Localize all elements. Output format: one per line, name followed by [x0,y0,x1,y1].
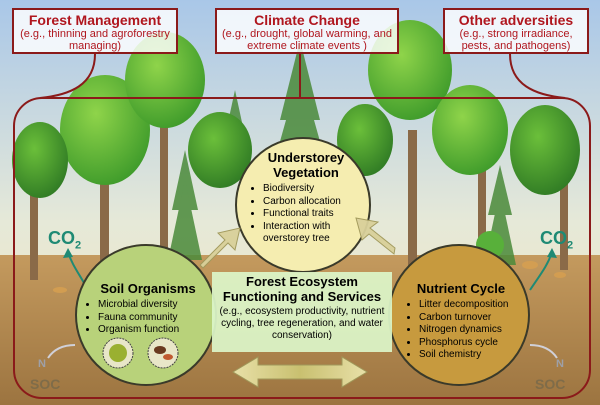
forest-management-title: Forest Management [28,12,162,28]
understorey-vegetation-node: Understorey Vegetation Biodiversity Carb… [251,150,361,246]
nutrient-cycle-node: Nutrient Cycle Litter decomposition Carb… [407,281,515,362]
climate-change-box: Climate Change (e.g., drought, global wa… [215,8,399,54]
understorey-item: Functional traits [263,208,361,221]
co2-subscript: 2 [567,239,574,252]
soc-label-right: SOC [535,376,566,392]
forest-ecosystem-title: Forest Ecosystem Functioning and Service… [222,274,382,304]
co2-label-right: CO2 [540,228,573,252]
soil-organisms-title: Soil Organisms [100,281,196,296]
understorey-item: Carbon allocation [263,196,361,209]
forest-ecosystem-subtitle: (e.g., ecosystem productivity, nutrient … [219,306,385,341]
climate-change-title: Climate Change [254,12,360,28]
nutrient-cycle-title: Nutrient Cycle [416,281,506,296]
understorey-item: Interaction with overstorey tree [263,221,361,246]
nutrient-cycle-items: Litter decomposition Carbon turnover Nit… [407,299,515,362]
understorey-items: Biodiversity Carbon allocation Functiona… [251,183,361,246]
nitrogen-label-right: N [556,358,564,370]
soc-label-left: SOC [30,376,61,392]
co2-subscript: 2 [75,239,82,252]
co2-text: CO [48,228,75,248]
understorey-title: Understorey Vegetation [267,150,345,180]
nutrient-cycle-item: Litter decomposition [419,299,515,312]
co2-label-left: CO2 [48,228,81,252]
forest-ecosystem-box: Forest Ecosystem Functioning and Service… [212,272,392,352]
soil-organisms-item: Microbial diversity [98,299,210,312]
forest-management-box: Forest Management (e.g., thinning and ag… [12,8,178,54]
soil-organisms-item: Fauna community [98,312,210,325]
other-adversities-subtitle: (e.g., strong irradiance, pests, and pat… [459,28,573,52]
nutrient-cycle-item: Carbon turnover [419,312,515,325]
soil-organisms-item: Organism function [98,324,210,337]
co2-text: CO [540,228,567,248]
other-adversities-box: Other adversities (e.g., strong irradian… [443,8,589,54]
nutrient-cycle-item: Nitrogen dynamics [419,324,515,337]
soil-organisms-node: Soil Organisms Microbial diversity Fauna… [86,281,210,337]
climate-change-subtitle: (e.g., drought, global warming, and extr… [222,28,392,52]
nitrogen-label-left: N [38,358,46,370]
understorey-item: Biodiversity [263,183,361,196]
forest-management-subtitle: (e.g., thinning and agroforestry managin… [20,28,170,52]
nutrient-cycle-item: Soil chemistry [419,349,515,362]
nutrient-cycle-item: Phosphorus cycle [419,337,515,350]
other-adversities-title: Other adversities [458,12,574,28]
soil-organisms-items: Microbial diversity Fauna community Orga… [86,299,210,337]
